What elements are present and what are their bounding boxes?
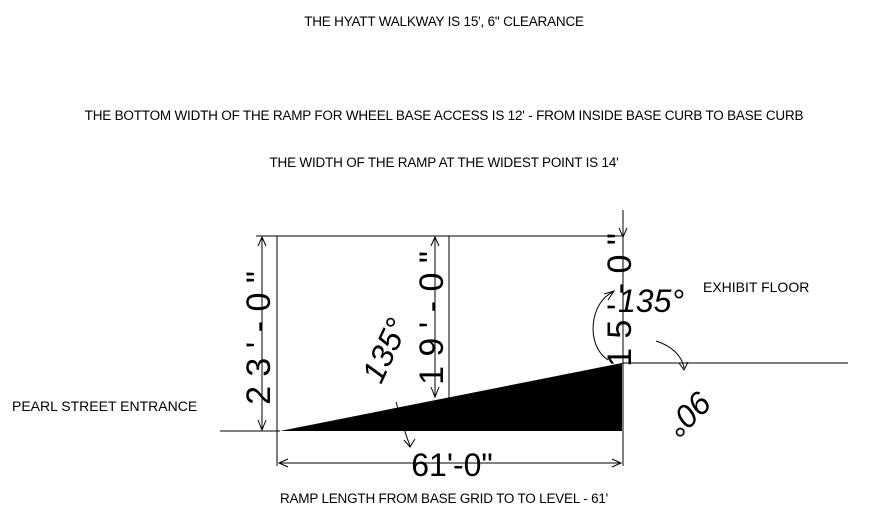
length-label: 61'-0" — [411, 447, 493, 483]
right-top-angle-arrow — [603, 290, 616, 301]
height-mid-label: 1 9 ' - 0 " — [413, 251, 451, 385]
bottom-width-note: THE BOTTOM WIDTH OF THE RAMP FOR WHEEL B… — [84, 108, 804, 123]
height-mid-arrow-bottom — [430, 386, 440, 399]
left-angle-label: 135° — [355, 313, 416, 388]
height-right-arrow-top — [618, 227, 628, 239]
pearl-street-label: PEARL STREET ENTRANCE — [12, 398, 197, 414]
right-top-angle-arc — [592, 291, 614, 361]
ramp-wedge — [280, 363, 622, 431]
right-bottom-angle-arrow — [678, 361, 689, 371]
height-left-arrow-top — [257, 235, 267, 247]
right-top-angle-label: 135° — [618, 283, 684, 319]
right-bottom-angle-arc — [655, 340, 685, 369]
right-bottom-angle-label: 90° — [659, 384, 719, 444]
ramp-length-note: RAMP LENGTH FROM BASE GRID TO TO LEVEL -… — [279, 491, 609, 506]
walkway-clearance-note: THE HYATT WALKWAY IS 15', 6" CLEARANCE — [304, 14, 584, 29]
exhibit-floor-label: EXHIBIT FLOOR — [703, 279, 809, 295]
height-left-arrow-bottom — [257, 419, 267, 432]
height-mid-arrow-top — [430, 235, 440, 247]
left-angle-arc — [395, 401, 411, 447]
widest-point-note: THE WIDTH OF THE RAMP AT THE WIDEST POIN… — [269, 155, 619, 170]
length-arrow-right — [611, 458, 623, 468]
length-arrow-left — [277, 458, 289, 468]
left-angle-arrow — [403, 438, 416, 448]
height-right-label: 1 5 ' - 0 " — [601, 233, 639, 367]
height-left-label: 2 3 ' - 0 " — [240, 271, 278, 405]
